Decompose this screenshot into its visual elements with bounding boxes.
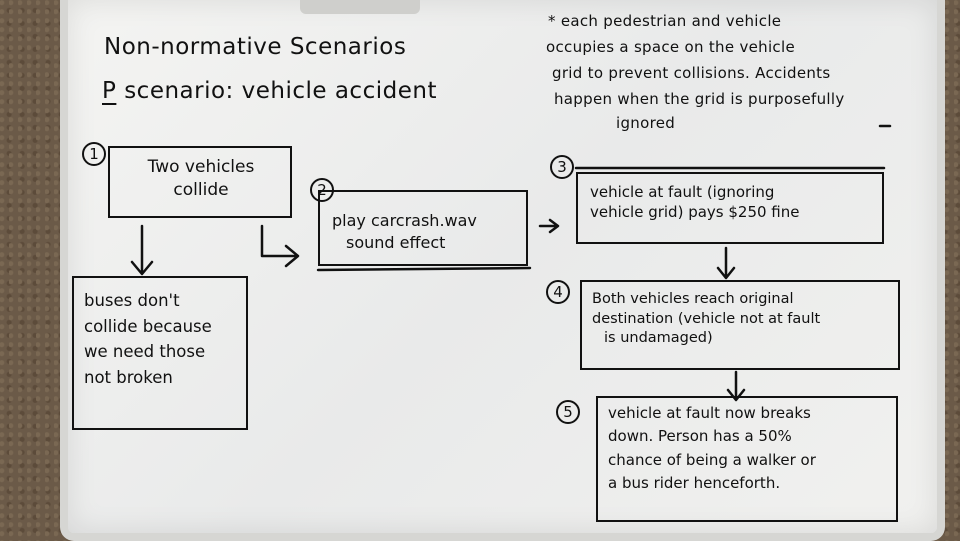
step-3-box [576,172,884,244]
note-line-5: ignored [616,114,676,132]
arrow-1-to-bus [130,224,154,276]
step-1-box [108,146,292,218]
title-line-1: Non-normative Scenarios [104,34,407,60]
step-5-line-4: a bus rider henceforth. [608,473,781,492]
note-line-3: grid to prevent collisions. Accidents [552,64,831,82]
step-2-line-1: play carcrash.wav [332,211,477,230]
step-5-line-2: down. Person has a 50% [608,427,792,446]
title-line-2: P scenario: vehicle accident [102,78,437,106]
step-3-line-2: vehicle grid) pays $250 fine [590,203,800,222]
step-5-text: vehicle at fault now breaks down. Person… [608,402,816,495]
step-4-number: 4 [546,280,570,304]
arrow-3-to-4 [716,246,736,280]
step-1-text: Two vehicles collide [126,156,276,202]
note-line-2: occupies a space on the vehicle [546,38,795,56]
step-5-line-3: chance of being a walker or [608,450,816,469]
step-4-box [580,280,900,370]
board-clip [300,0,420,14]
step-3-text: vehicle at fault (ignoring vehicle grid)… [590,182,800,223]
bus-line-4: not broken [84,367,173,387]
note-line-4: happen when the grid is purposefully [554,90,845,108]
arrow-4-to-5 [726,370,746,402]
step-1-line-2: collide [173,179,229,200]
step-5-box [596,396,898,522]
bus-line-1: buses don't [84,291,180,310]
arrow-1-to-2 [260,224,300,268]
step-2-text: play carcrash.wav sound effect [332,210,477,253]
step-5-line-1: vehicle at fault now breaks [608,404,811,422]
note-line-1: * each pedestrian and vehicle [548,12,782,30]
step-2-line-2: sound effect [346,232,446,252]
bus-box [72,276,248,430]
step-2-underline [316,266,532,272]
bus-line-2: collide because [84,316,212,336]
bus-box-text: buses don't collide because we need thos… [84,288,212,390]
step-1-line-1: Two vehicles [147,157,255,177]
step-3-number: 3 [550,155,574,179]
step-4-line-2: destination (vehicle not at fault [592,310,821,327]
title-p: P [102,78,117,104]
step-1-number: 1 [82,142,106,166]
bus-line-3: we need those [84,342,206,362]
whiteboard [60,0,945,541]
arrow-2-to-3 [538,218,560,234]
step-5-number: 5 [556,400,580,424]
step-3-line-1: vehicle at fault (ignoring [590,183,775,201]
step-4-text: Both vehicles reach original destination… [592,290,820,349]
step-4-line-3: is undamaged) [604,330,713,347]
step-4-line-1: Both vehicles reach original [592,291,794,307]
step-2-box [318,190,528,266]
title-scenario: scenario: vehicle accident [124,78,437,104]
